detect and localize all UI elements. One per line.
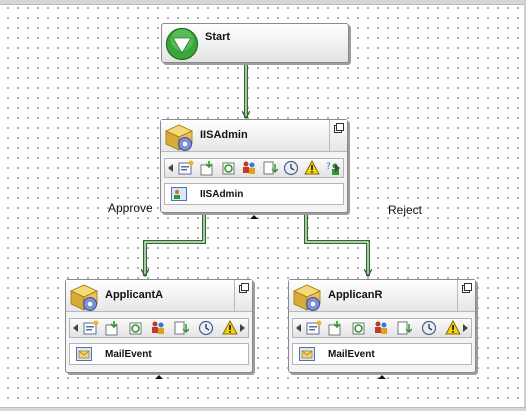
properties-icon[interactable] — [82, 320, 100, 336]
green-down-arrow-icon — [165, 27, 199, 66]
clock-icon[interactable] — [282, 160, 300, 176]
escalation-icon[interactable] — [261, 160, 279, 176]
user-card-icon — [171, 187, 187, 206]
activity-header: ApplicantA — [66, 280, 252, 312]
activity-box-gear-icon — [163, 121, 195, 153]
users-icon[interactable] — [149, 320, 167, 336]
collapse-button[interactable] — [329, 120, 347, 151]
users-icon[interactable] — [372, 320, 390, 336]
escalation-icon[interactable] — [172, 320, 190, 336]
connector-approve[interactable] — [145, 214, 206, 276]
collapse-button[interactable] — [234, 280, 252, 311]
activity-toolbar: ? — [164, 158, 344, 178]
refresh-icon[interactable] — [219, 160, 237, 176]
activity-toolbar — [292, 318, 472, 338]
activity-title: ApplicanR — [328, 289, 383, 301]
canvas-bottom-border — [0, 407, 526, 411]
activity-toolbar — [69, 318, 249, 338]
scroll-right-icon[interactable] — [333, 159, 342, 177]
start-label: Start — [205, 31, 231, 43]
activity-iisadmin[interactable]: IISAdmin ? IISAdmin — [160, 119, 348, 219]
svg-text:?: ? — [326, 162, 331, 172]
properties-icon[interactable] — [305, 320, 323, 336]
outbox-row[interactable]: IISAdmin — [164, 183, 344, 205]
canvas-top-border — [0, 0, 526, 5]
outbox-label: IISAdmin — [200, 189, 244, 200]
clock-icon[interactable] — [420, 320, 438, 336]
activity-title: IISAdmin — [200, 129, 248, 141]
warning-icon[interactable] — [221, 320, 239, 336]
activity-applican-r[interactable]: ApplicanR MailEvent — [288, 279, 476, 379]
expand-arrow-icon[interactable] — [154, 367, 164, 379]
mail-event-icon — [299, 347, 315, 366]
properties-icon[interactable] — [177, 160, 195, 176]
outbox-row[interactable]: MailEvent — [292, 343, 472, 365]
refresh-icon[interactable] — [349, 320, 367, 336]
refresh-icon[interactable] — [126, 320, 144, 336]
scroll-left-icon[interactable] — [166, 159, 175, 177]
collapse-button[interactable] — [457, 280, 475, 311]
outbox-label: MailEvent — [328, 349, 375, 360]
edge-label-reject[interactable]: Reject — [388, 203, 423, 217]
activity-header: IISAdmin — [161, 120, 347, 152]
import-icon[interactable] — [326, 320, 344, 336]
mail-event-icon — [76, 347, 92, 366]
scroll-left-icon[interactable] — [71, 319, 80, 337]
activity-box-gear-icon — [291, 281, 323, 313]
clock-icon[interactable] — [197, 320, 215, 336]
scroll-right-icon[interactable] — [461, 319, 470, 337]
escalation-icon[interactable] — [395, 320, 413, 336]
activity-title: ApplicantA — [105, 289, 164, 301]
expand-arrow-icon[interactable] — [249, 207, 259, 219]
scroll-left-icon[interactable] — [294, 319, 303, 337]
import-icon[interactable] — [198, 160, 216, 176]
users-icon[interactable] — [240, 160, 258, 176]
activity-applicant-a[interactable]: ApplicantA MailEvent — [65, 279, 253, 379]
outbox-label: MailEvent — [105, 349, 152, 360]
import-icon[interactable] — [103, 320, 121, 336]
edge-label-approve[interactable]: Approve — [108, 201, 153, 215]
canvas-right-border — [524, 0, 526, 411]
outbox-row[interactable]: MailEvent — [69, 343, 249, 365]
scroll-right-icon[interactable] — [238, 319, 247, 337]
warning-icon[interactable] — [303, 160, 321, 176]
start-node[interactable]: Start — [161, 23, 349, 63]
warning-icon[interactable] — [444, 320, 462, 336]
connector-reject[interactable] — [304, 214, 368, 276]
expand-arrow-icon[interactable] — [377, 367, 387, 379]
activity-header: ApplicanR — [289, 280, 475, 312]
activity-box-gear-icon — [68, 281, 100, 313]
